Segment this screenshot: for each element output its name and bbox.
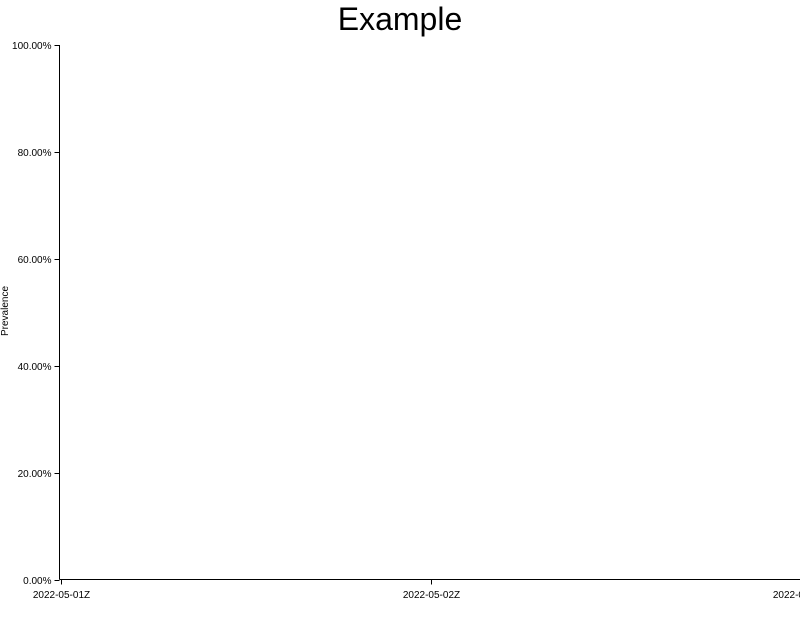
chart-title: Example [338, 1, 463, 37]
y-axis: 0.00% 20.00% 40.00% 60.00% 80.00% 100.00% [12, 41, 60, 587]
x-axis: 2022-05-01Z 2022-05-02Z 2022-05-03Z [33, 579, 800, 601]
y-tick-label: 40.00% [18, 362, 52, 373]
y-axis-label: Prevalence [0, 286, 11, 336]
x-tick-label: 2022-05-03Z [773, 590, 800, 601]
y-tick-label: 20.00% [18, 469, 52, 480]
x-tick-label: 2022-05-02Z [403, 590, 460, 601]
y-tick-label: 0.00% [23, 576, 51, 587]
y-tick-label: 100.00% [12, 41, 52, 52]
x-tick-label: 2022-05-01Z [33, 590, 90, 601]
y-tick-label: 80.00% [18, 148, 52, 159]
y-tick-label: 60.00% [18, 255, 52, 266]
